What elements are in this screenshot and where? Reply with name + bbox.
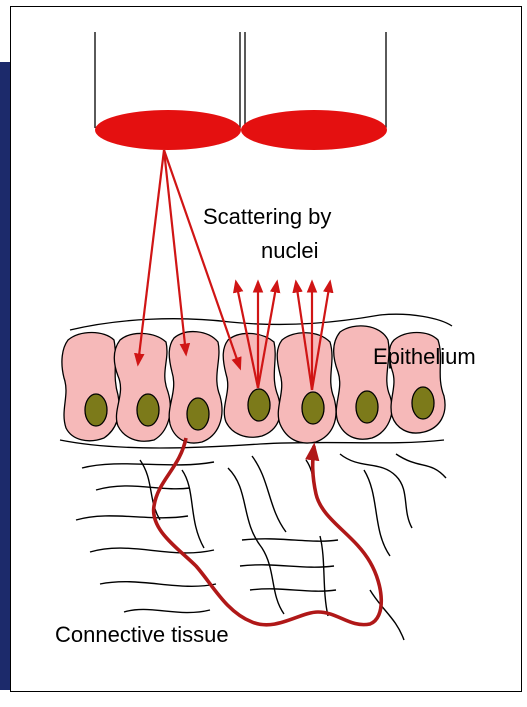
- nucleus-3: [187, 398, 209, 430]
- scattering-label-line2: nuclei: [261, 238, 318, 264]
- epithelium-label: Epithelium: [373, 344, 476, 370]
- nucleus-6: [356, 391, 378, 423]
- cell-4: [223, 333, 280, 437]
- nucleus-7: [412, 387, 434, 419]
- nucleus-2: [137, 394, 159, 426]
- connective-tissue-fibers: [76, 454, 446, 640]
- nucleus-4: [248, 389, 270, 421]
- source-fiber-tip: [95, 110, 241, 150]
- nucleus-1: [85, 394, 107, 426]
- nucleus-5: [302, 392, 324, 424]
- scattering-label-line1: Scattering by: [203, 204, 331, 230]
- cell-2: [114, 333, 170, 441]
- ray-to-cell-2: [138, 150, 164, 364]
- collection-fiber-tip: [241, 110, 387, 150]
- diffuse-light-path: [154, 438, 382, 625]
- connective-tissue-label: Connective tissue: [55, 622, 229, 648]
